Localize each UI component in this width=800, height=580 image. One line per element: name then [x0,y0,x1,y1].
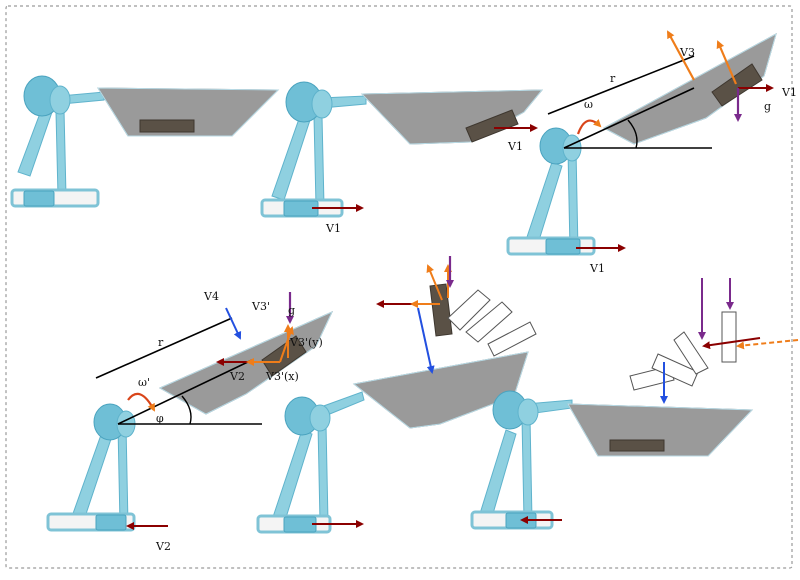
label-g: g [288,304,295,317]
label-v3y: V3'(y) [289,336,323,349]
arrow-v4 [225,307,242,340]
machine-panel-1 [10,75,280,208]
returning-block-ghost-4 [721,311,737,363]
arrow-v3 [667,30,695,81]
label-v3x: V3'(x) [265,370,299,383]
label-v3-prime: V3' [251,300,270,313]
machine-1-slider [23,190,55,207]
machine-1-strut [17,107,53,177]
falling-block-ghost-2 [465,301,513,343]
arrow-block-normal [716,40,738,85]
label-omega: ω [584,98,593,111]
falling-block-ghost-1 [447,289,491,331]
label-v1-slider: V1 [325,222,341,235]
angle-line-upper [563,87,695,149]
angle-arc [181,395,192,425]
machine-6-hub-ring [517,398,539,426]
machine-4-strut [69,431,113,527]
label-g: g [764,100,771,113]
diagram-frame [5,5,793,569]
machine-panel-4: φ r ω' V4 V2 g V3' V3'(y) V3'(x) V2 [46,290,334,553]
radius-line [95,317,233,379]
falling-block-ghost-3 [487,321,537,357]
label-r: r [610,72,616,85]
machine-4-block [261,335,307,377]
machine-3-slider [545,238,581,255]
label-phi: φ [156,412,164,425]
machine-6-strut [477,429,517,525]
radius-line [547,55,695,115]
arrow-tray-impact [417,307,435,374]
arrow-return-dashed [736,339,799,350]
arrow-return-horizontal [702,337,761,350]
label-v4: V4 [203,290,219,303]
machine-panel-3: r ω V3 V1 g V1 [506,30,797,275]
machine-5-hub-ring [309,404,331,432]
label-omega-prime: ω' [138,376,150,389]
machine-5-strut-vertical [317,423,329,523]
angle-line-upper [117,359,253,425]
machine-3-strut-vertical [567,149,579,251]
arrow-v3-prime [279,326,294,363]
label-v2-slider: V2 [155,540,171,553]
machine-panel-6 [470,278,799,530]
machine-5-slider [283,516,317,533]
arrow-omega-prime [127,392,155,412]
arrow-omega [576,118,602,135]
arrow-block-velocity [426,264,443,301]
label-r: r [158,336,164,349]
angle-arc [627,119,638,149]
label-v1-block: V1 [507,140,523,153]
machine-1-block [139,119,195,133]
machine-6-strut-vertical [521,417,533,521]
label-v1-block: V1 [781,86,797,99]
machine-3-block [711,63,763,107]
machine-5-strut [271,429,313,525]
machine-1-hub-ring [49,85,71,115]
label-v2-block: V2 [229,370,245,383]
label-v1-slider: V1 [589,262,605,275]
returning-block-ghost-3 [673,331,709,375]
machine-panel-2: V1 V1 [260,81,544,235]
machine-1-strut-vertical [55,109,67,197]
label-v3: V3 [679,46,695,59]
falling-block-dark [429,283,453,337]
machine-2-block [465,109,519,143]
machine-2-strut-vertical [313,115,325,207]
machine-panel-5 [256,256,537,534]
machine-4-strut-vertical [117,425,129,525]
machine-4-slider [95,514,127,531]
machine-6-block [609,439,665,452]
machine-2-strut [271,115,311,201]
machine-2-hub-ring [311,89,333,119]
